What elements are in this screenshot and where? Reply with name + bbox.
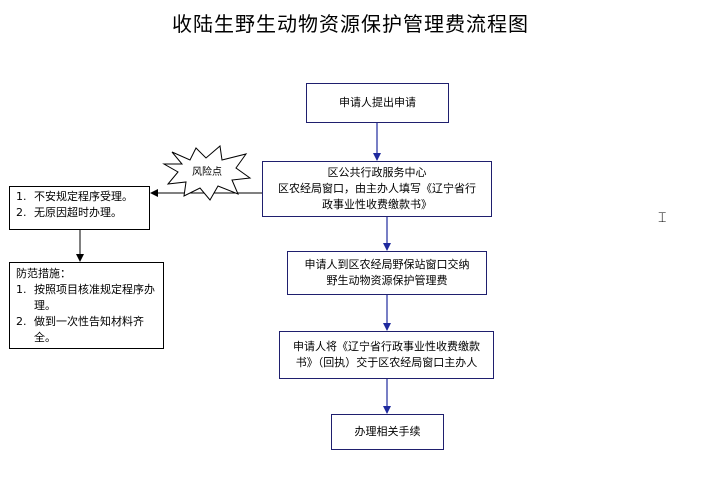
text-cursor-icon: ⌶ xyxy=(658,210,667,226)
step-text-line: 申请人到区农经局野保站窗口交纳 xyxy=(304,258,470,271)
risk-item-number: 1. xyxy=(16,190,27,203)
prevention-item-number: 1. xyxy=(16,283,27,296)
risk-item: 1. 不安规定程序受理。 xyxy=(16,189,143,205)
step-pay-fee: 申请人到区农经局野保站窗口交纳 野生动物资源保护管理费 xyxy=(287,251,487,295)
risk-item: 2. 无原因超时办理。 xyxy=(16,205,143,221)
prevention-heading: 防范措施： xyxy=(16,267,71,280)
step-submit-receipt: 申请人将《辽宁省行政事业性收费缴款 书》（回执）交于区农经局窗口主办人 xyxy=(279,331,494,379)
prevention-measures-box: 防范措施： 1. 按照项目核准规定程序办理。 2. 做到一次性告知材料齐全。 xyxy=(9,262,164,349)
prevention-item: 2. 做到一次性告知材料齐全。 xyxy=(16,314,157,346)
risk-list-box: 1. 不安规定程序受理。 2. 无原因超时办理。 xyxy=(9,186,150,230)
step-handle-procedures: 办理相关手续 xyxy=(331,414,444,450)
prevention-item-text: 按照项目核准规定程序办理。 xyxy=(34,283,155,312)
step-text-line: 办理相关手续 xyxy=(354,425,421,438)
step-text-line: 书》（回执）交于区农经局窗口主办人 xyxy=(295,356,478,369)
page-title: 收陆生野生动物资源保护管理费流程图 xyxy=(172,12,529,36)
step-text-line: 政事业性收费缴款书》 xyxy=(322,198,432,211)
risk-burst-shape xyxy=(162,145,252,201)
step-text-line: 申请人提出申请 xyxy=(339,96,416,109)
prevention-item-number: 2. xyxy=(16,315,27,328)
risk-item-text: 不安规定程序受理。 xyxy=(34,190,133,203)
step-text-line: 区农经局窗口，由主办人填写《辽宁省行 xyxy=(278,182,476,195)
prevention-item-text: 做到一次性告知材料齐全。 xyxy=(34,315,144,344)
risk-item-number: 2. xyxy=(16,206,27,219)
prevention-item: 1. 按照项目核准规定程序办理。 xyxy=(16,282,157,314)
step-service-center: 区公共行政服务中心 区农经局窗口，由主办人填写《辽宁省行 政事业性收费缴款书》 xyxy=(262,161,492,217)
step-text-line: 区公共行政服务中心 xyxy=(327,166,427,179)
risk-point-label: 风险点 xyxy=(192,167,222,178)
step-text-line: 野生动物资源保护管理费 xyxy=(326,274,448,287)
step-submit-application: 申请人提出申请 xyxy=(306,83,449,123)
risk-item-text: 无原因超时办理。 xyxy=(34,206,122,219)
step-text-line: 申请人将《辽宁省行政事业性收费缴款 xyxy=(293,340,480,353)
